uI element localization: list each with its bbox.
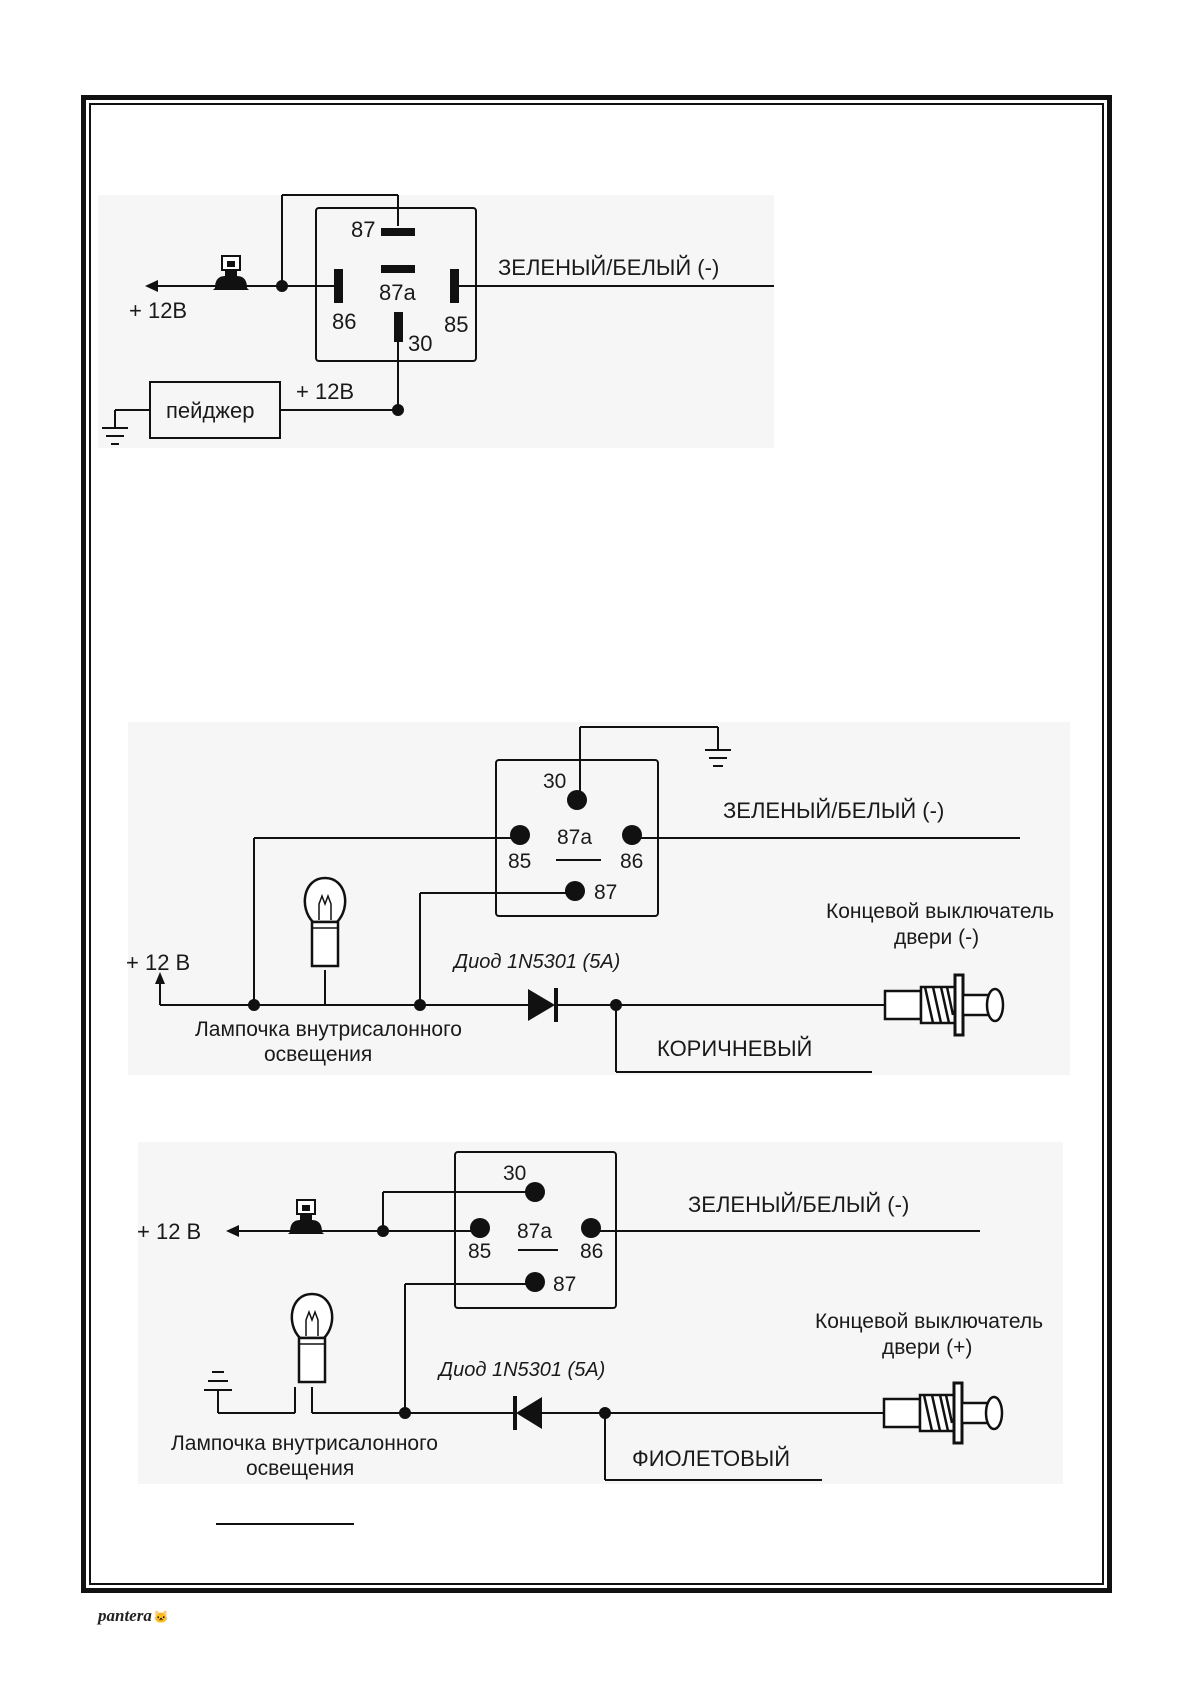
relay1-pin-30: 30 [408, 331, 432, 356]
relay2-pin-30: 30 [543, 770, 566, 793]
relay1-pin-85: 85 [444, 312, 468, 337]
junction-dot [377, 1225, 389, 1237]
lamp-bulb-icon [290, 1292, 334, 1384]
relay3-pin-86: 86 [580, 1240, 603, 1263]
relay2-pin-85: 85 [508, 850, 531, 873]
lamp-label: Лампочка внутрисалонного [171, 1432, 438, 1455]
diode-label: Диод 1N5301 (5А) [437, 1359, 605, 1381]
lamp-bulb-icon [303, 876, 347, 968]
arrow-up-icon [155, 972, 165, 984]
relay2-pin-87a: 87a [557, 826, 592, 849]
diode-label: Диод 1N5301 (5А) [452, 951, 620, 973]
relay1-box [315, 207, 477, 362]
brand-logo: pantera🐱 [98, 1606, 169, 1625]
cat-icon: 🐱 [153, 1610, 169, 1624]
relay1-contacts [334, 228, 459, 342]
relay3-contacts [470, 1182, 601, 1292]
lamp-label-2: освещения [246, 1457, 354, 1480]
relay2-pin-87: 87 [594, 881, 617, 904]
pager-plus12-label: + 12В [296, 379, 354, 404]
arrow-left-icon [226, 1225, 239, 1237]
door-switch-icon [883, 973, 1005, 1037]
wire-label-green-white: ЗЕЛЕНЫЙ/БЕЛЫЙ (-) [498, 255, 719, 280]
diagram3 [204, 1151, 980, 1481]
fuse-icon [287, 1199, 325, 1235]
lamp-label: Лампочка внутрисалонного [195, 1018, 462, 1041]
relay3-pin-30: 30 [503, 1162, 526, 1185]
relay3-pin-87: 87 [553, 1273, 576, 1296]
relay3-pin-87a: 87a [517, 1220, 552, 1243]
wire-label-violet: ФИОЛЕТОВЫЙ [632, 1446, 790, 1471]
junction-dot [599, 1407, 611, 1419]
plus12-label: + 12 В [126, 950, 190, 975]
pager-label: пейджер [166, 398, 254, 423]
diode-icon [513, 1396, 542, 1430]
page-frame-inner [89, 103, 1104, 1585]
door-switch-label-2: двери (+) [882, 1336, 972, 1359]
junction-dot [276, 280, 288, 292]
junction-dot [392, 404, 404, 416]
door-switch-label: Концевой выключатель [826, 900, 1054, 923]
junction-dot [248, 999, 260, 1011]
relay1-pin-86: 86 [332, 309, 356, 334]
diagram1-panel [98, 195, 774, 448]
plus12-label: + 12 В [137, 1219, 201, 1244]
diode-icon [528, 988, 558, 1022]
junction-dot [399, 1407, 411, 1419]
page-frame-outer [81, 95, 1112, 1593]
door-switch-icon [882, 1381, 1004, 1445]
relay1-pin-87: 87 [351, 217, 375, 242]
junction-dot [414, 999, 426, 1011]
arrow-left-icon [145, 280, 158, 292]
lamp-label-2: освещения [264, 1043, 372, 1066]
door-switch-label-2: двери (-) [894, 926, 979, 949]
diagram2 [159, 726, 1020, 1073]
plus12-label: + 12В [129, 298, 187, 323]
fuse-icon [212, 255, 250, 291]
relay3-pin-85: 85 [468, 1240, 491, 1263]
wire-label-brown: КОРИЧНЕВЫЙ [657, 1036, 812, 1061]
junction-dot [610, 999, 622, 1011]
wire-label-green-white: ЗЕЛЕНЫЙ/БЕЛЫЙ (-) [723, 798, 944, 823]
relay2-contacts [510, 790, 642, 901]
relay2-pin-86: 86 [620, 850, 643, 873]
door-switch-label: Концевой выключатель [815, 1310, 1043, 1333]
wire-label-green-white: ЗЕЛЕНЫЙ/БЕЛЫЙ (-) [688, 1192, 909, 1217]
relay1-pin-87a: 87a [379, 280, 416, 305]
